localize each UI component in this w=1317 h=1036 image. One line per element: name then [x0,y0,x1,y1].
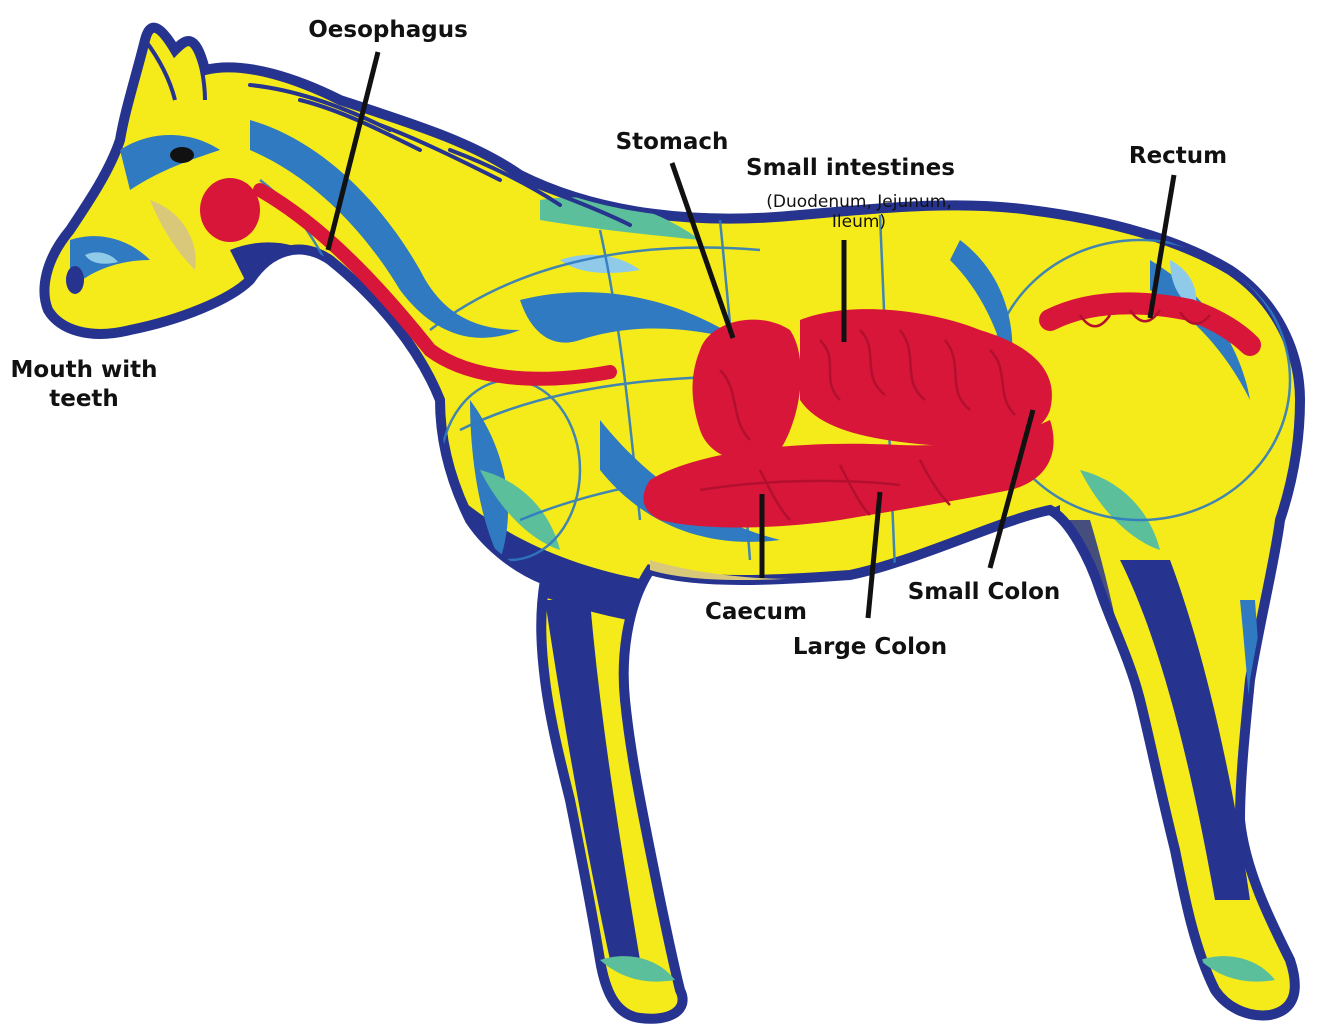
label-small-intestines-sub1: (Duodenum, Jejunum, [746,192,972,212]
mouth-organ [200,178,260,242]
label-mouth-with-teeth: Mouth with teeth [4,356,164,414]
label-caecum: Caecum [696,598,816,627]
label-rectum: Rectum [1120,142,1236,171]
label-oesophagus: Oesophagus [308,16,468,45]
stomach-organ [693,320,801,461]
label-small-intestines: Small intestines [746,154,942,183]
label-large-colon: Large Colon [790,633,950,662]
label-mouth-line1: Mouth with [4,356,164,385]
label-small-intestines-sub2: Ileum) [746,212,972,232]
label-mouth-line2: teeth [4,385,164,414]
label-stomach: Stomach [602,128,742,157]
label-small-intestines-sub: (Duodenum, Jejunum, Ileum) [746,192,972,232]
label-small-colon: Small Colon [906,578,1062,607]
